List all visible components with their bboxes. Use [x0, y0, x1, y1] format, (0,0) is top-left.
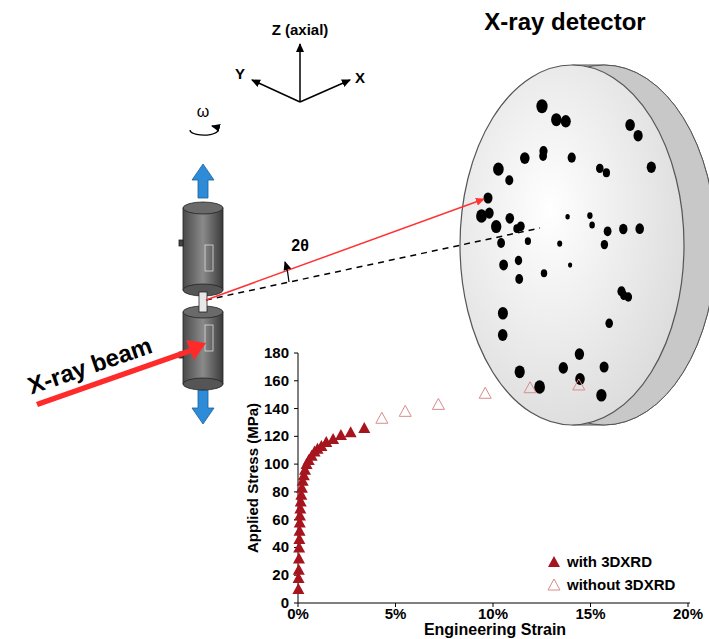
axis-label: Y — [235, 66, 245, 83]
angle-arc — [285, 262, 289, 282]
tick-label: 140 — [264, 400, 289, 417]
tick-label: 10% — [478, 606, 508, 623]
axis-label: X — [355, 70, 365, 87]
tick-label: 160 — [264, 373, 289, 390]
angle-label: 2θ — [291, 237, 309, 255]
detector-title: X-ray detector — [484, 9, 645, 35]
tick-label: 60 — [272, 511, 289, 528]
beam-label: X-ray beam — [25, 332, 156, 399]
x-ray-detector — [460, 65, 709, 425]
tick-label: 0% — [287, 606, 309, 623]
legend-text: with 3DXRD — [567, 554, 652, 571]
tick-label: 180 — [264, 345, 289, 362]
tick-label: 40 — [272, 539, 289, 556]
tick-label: 15% — [575, 606, 605, 623]
data-points — [292, 379, 584, 594]
diffracted-ray — [206, 199, 484, 300]
tick-label: 20% — [673, 606, 703, 623]
coordinate-axes — [252, 44, 350, 102]
axis-title: Applied Stress (MPa) — [245, 403, 262, 553]
tick-label: 80 — [272, 484, 289, 501]
legend-sample-open — [548, 579, 560, 590]
legend-sample-filled — [548, 556, 560, 567]
tick-label: 100 — [264, 456, 289, 473]
tick-label: 120 — [264, 428, 289, 445]
axis-label: Z (axial) — [272, 22, 329, 39]
legend-text: without 3DXRD — [567, 577, 675, 594]
rotation-symbol: ω — [197, 103, 210, 121]
chart-axes — [294, 353, 690, 607]
axis-title: Engineering Strain — [424, 621, 566, 639]
rotation-arrow — [190, 126, 218, 135]
tick-label: 5% — [385, 606, 407, 623]
tick-label: 20 — [272, 567, 289, 584]
